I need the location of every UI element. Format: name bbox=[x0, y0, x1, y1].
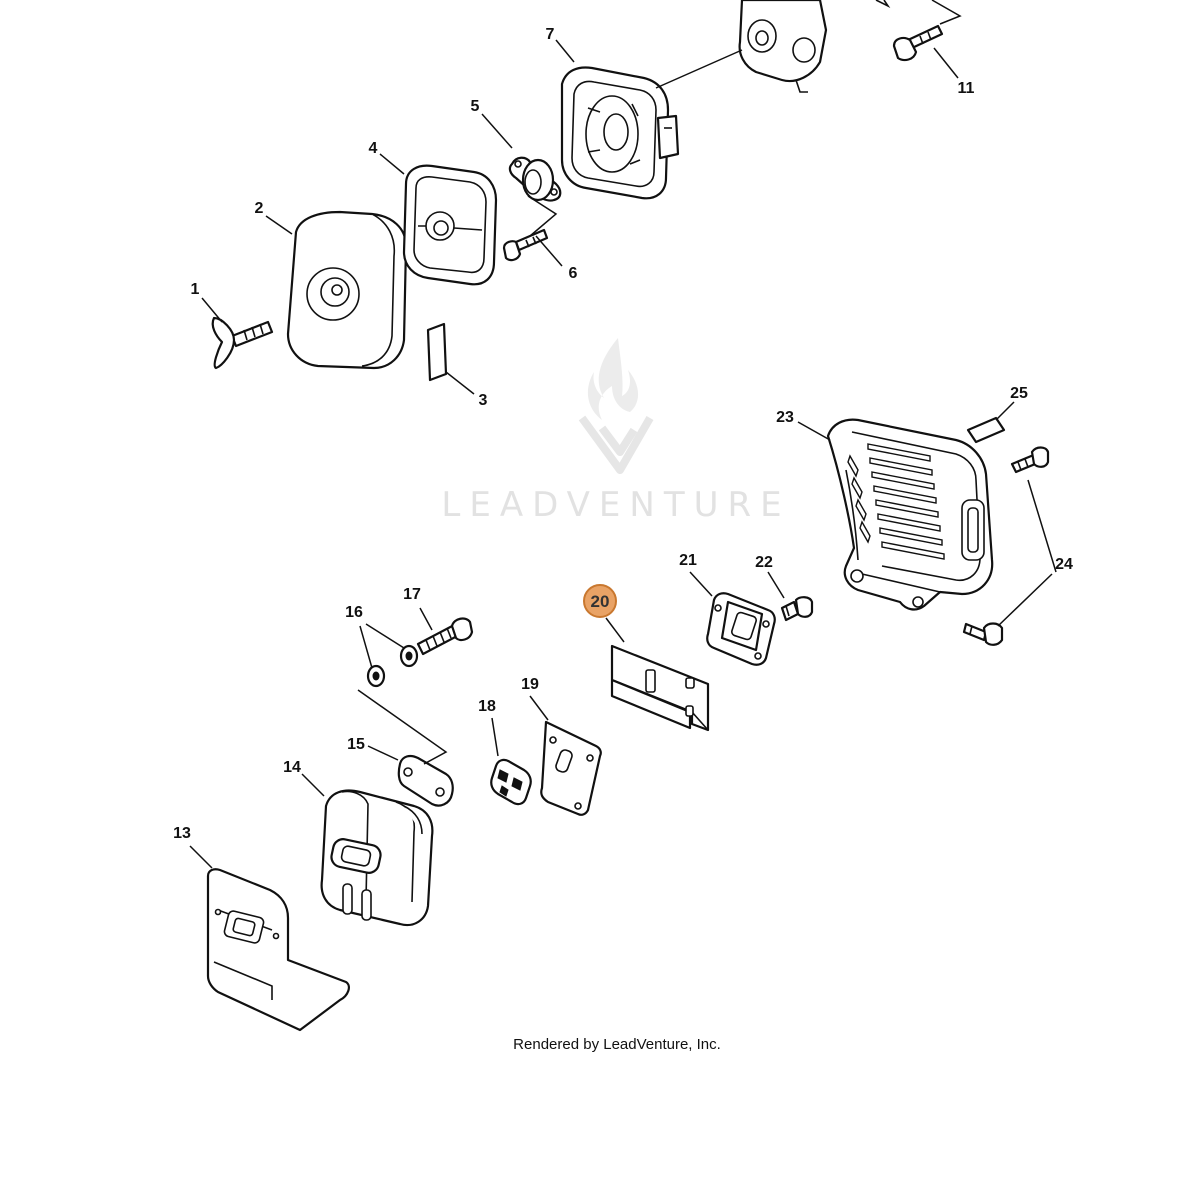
part-16-washers[interactable] bbox=[366, 644, 419, 688]
callout-22[interactable]: 22 bbox=[755, 554, 773, 571]
muffler-cover-vents bbox=[847, 443, 945, 560]
rendered-by-credit: Rendered by LeadVenture, Inc. bbox=[513, 1036, 721, 1053]
part-25-label[interactable] bbox=[966, 416, 1006, 444]
part-17-bolt[interactable] bbox=[416, 617, 474, 656]
callout-19[interactable]: 19 bbox=[521, 676, 539, 693]
callout-4[interactable]: 4 bbox=[369, 140, 378, 157]
watermark-v-inner-icon bbox=[598, 425, 638, 456]
part-20-shield-plate[interactable] bbox=[610, 644, 710, 732]
part-6-screw[interactable] bbox=[502, 228, 549, 262]
part-22-screw[interactable] bbox=[780, 596, 814, 622]
watermark-text: LEADVENTURE bbox=[441, 485, 790, 525]
part-5-choke-plate[interactable] bbox=[508, 156, 562, 202]
callout-23[interactable]: 23 bbox=[776, 409, 794, 426]
part-14-muffler[interactable] bbox=[320, 789, 434, 927]
callout-25[interactable]: 25 bbox=[1010, 385, 1028, 402]
callout-13[interactable]: 13 bbox=[173, 825, 191, 842]
callout-2[interactable]: 2 bbox=[255, 200, 264, 217]
callout-16[interactable]: 16 bbox=[345, 604, 363, 621]
callout-7[interactable]: 7 bbox=[546, 26, 555, 43]
part-3-filter-pad[interactable] bbox=[426, 322, 448, 382]
callout-14[interactable]: 14 bbox=[283, 759, 301, 776]
callout-18[interactable]: 18 bbox=[478, 698, 496, 715]
part-2-air-filter-cover[interactable] bbox=[286, 210, 408, 370]
part-1-wing-bolt[interactable] bbox=[211, 316, 274, 370]
part-19-gasket[interactable] bbox=[540, 720, 602, 816]
callout-labels: 1 2 3 4 5 6 7 11 13 14 15 16 17 18 19 20… bbox=[173, 26, 1073, 842]
callout-21[interactable]: 21 bbox=[679, 552, 697, 569]
part-13-heat-shield[interactable] bbox=[206, 868, 350, 1032]
callout-20-highlighted[interactable]: 20 bbox=[583, 584, 617, 618]
callout-6[interactable]: 6 bbox=[569, 265, 578, 282]
part-4-air-filter[interactable] bbox=[402, 164, 498, 286]
part-15-plate[interactable] bbox=[397, 754, 454, 807]
part-7-filter-housing[interactable] bbox=[560, 66, 680, 200]
part-23-muffler-cover[interactable] bbox=[826, 418, 994, 611]
part-18-screen[interactable] bbox=[490, 758, 532, 806]
callout-20[interactable]: 20 bbox=[591, 592, 610, 611]
leader-lines bbox=[189, 39, 1057, 869]
callout-3[interactable]: 3 bbox=[479, 392, 488, 409]
watermark-v-icon bbox=[578, 415, 654, 474]
part-21-exhaust-gasket[interactable] bbox=[706, 592, 776, 666]
watermark: LEADVENTURE bbox=[441, 338, 790, 525]
callout-24[interactable]: 24 bbox=[1055, 556, 1073, 573]
part-11-bolt[interactable] bbox=[892, 24, 944, 62]
callout-11[interactable]: 11 bbox=[958, 80, 975, 97]
callout-15[interactable]: 15 bbox=[347, 736, 365, 753]
part-24-screws[interactable] bbox=[962, 446, 1050, 646]
callout-1[interactable]: 1 bbox=[191, 281, 200, 298]
callout-17[interactable]: 17 bbox=[403, 586, 421, 603]
carburetor-partial bbox=[738, 0, 962, 93]
callout-5[interactable]: 5 bbox=[471, 98, 480, 115]
callout-20-highlight-circle[interactable] bbox=[583, 584, 617, 618]
watermark-flame-icon bbox=[587, 338, 639, 420]
